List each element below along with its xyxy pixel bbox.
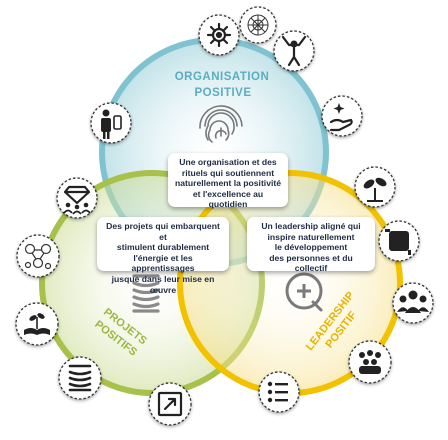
sprouting-plant-badge bbox=[354, 166, 396, 208]
sprouting-plant-icon bbox=[363, 177, 387, 202]
expand-arrow-icon bbox=[157, 391, 183, 417]
person-phone-icon bbox=[101, 109, 122, 139]
crowd-badge bbox=[348, 340, 392, 384]
gear-network-icon bbox=[206, 22, 232, 48]
molecule-network-badge bbox=[16, 234, 60, 278]
crowd-icon bbox=[359, 350, 381, 374]
book-plant-icon bbox=[24, 313, 50, 335]
organisation-description-bubble: Une organisation et des rituels qui sout… bbox=[168, 153, 288, 209]
diamond-team-icon bbox=[63, 185, 91, 215]
group-people-badge bbox=[392, 282, 434, 324]
spring-icon bbox=[132, 274, 160, 313]
hand-sparkle-badge bbox=[321, 95, 363, 137]
framed-square-icon bbox=[385, 229, 411, 255]
fingerprint-icon bbox=[199, 105, 243, 143]
hand-sparkle-icon bbox=[329, 103, 353, 132]
organisation-title-line2: POSITIVE bbox=[194, 87, 251, 99]
plus-cross-icon bbox=[285, 272, 323, 312]
group-people-icon bbox=[397, 290, 429, 313]
celebrating-person-icon bbox=[281, 35, 307, 67]
network-sphere-icon bbox=[247, 14, 269, 36]
projets-description-bubble: Des projets qui embarquent et stimulent … bbox=[97, 217, 229, 295]
checklist-icon bbox=[267, 381, 288, 403]
coil-spring-badge bbox=[58, 356, 102, 400]
coil-spring-icon bbox=[68, 364, 92, 392]
leadership-description-bubble: Un leadership aligné qui inspire naturel… bbox=[247, 217, 375, 273]
organisation-title-line1: ORGANISATION bbox=[175, 71, 270, 83]
molecule-network-icon bbox=[24, 243, 52, 270]
